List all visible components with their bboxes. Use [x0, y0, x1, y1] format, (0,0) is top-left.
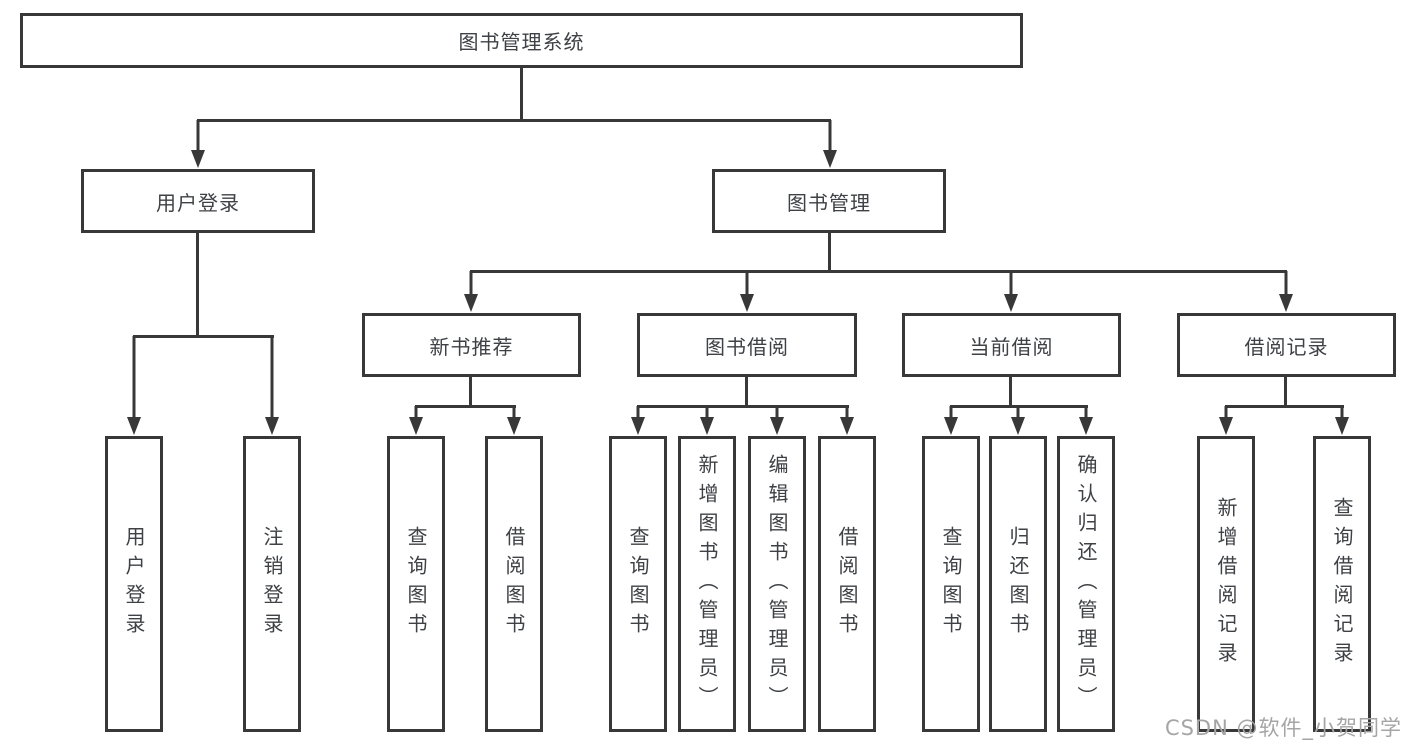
- node-label: 图书借阅: [705, 334, 789, 359]
- leaf-label: 查询借阅记录: [1330, 497, 1354, 671]
- connector-level3-bar: [470, 270, 1287, 273]
- arrow-book-borrow-leaf-4: [839, 406, 855, 435]
- node-label: 新书推荐: [429, 334, 514, 359]
- leaf-confirm-return-admin: 确认归还（管理员）: [1057, 436, 1115, 732]
- connector-book-mgmt-stem: [828, 233, 831, 272]
- leaf-label: 确认归还（管理员）: [1074, 453, 1098, 715]
- connector-book-borrow-stem: [745, 377, 748, 407]
- arrow-to-leaf-logout: [264, 336, 280, 435]
- arrow-book-borrow-leaf-2: [699, 406, 715, 435]
- leaf-label: 借阅图书: [835, 526, 859, 642]
- leaf-label: 注销登录: [260, 526, 284, 642]
- arrow-book-borrow-leaf-1: [630, 406, 646, 435]
- node-current-borrow: 当前借阅: [902, 313, 1121, 377]
- node-user-login: 用户登录: [81, 169, 315, 233]
- arrow-to-book-borrow: [739, 271, 755, 312]
- arrow-current-borrow-leaf-3: [1078, 406, 1094, 435]
- leaf-query-books-3: 查询图书: [922, 436, 980, 732]
- node-label: 用户登录: [156, 190, 240, 215]
- node-new-books: 新书推荐: [362, 313, 581, 377]
- leaf-logout: 注销登录: [243, 436, 301, 732]
- arrow-to-book-mgmt: [822, 120, 838, 168]
- arrow-to-new-books: [463, 271, 479, 312]
- node-book-borrow: 图书借阅: [637, 313, 857, 377]
- leaf-label: 新增借阅记录: [1214, 497, 1238, 671]
- arrow-current-borrow-leaf-1: [943, 406, 959, 435]
- leaf-label: 编辑图书（管理员）: [765, 453, 789, 715]
- arrow-new-books-leaf-1: [408, 406, 424, 435]
- node-label: 借阅记录: [1244, 334, 1329, 359]
- connector-borrow-records-stem: [1284, 377, 1287, 407]
- node-book-mgmt: 图书管理: [712, 169, 946, 233]
- connector-new-books-stem: [469, 377, 472, 407]
- leaf-query-books-1: 查询图书: [387, 436, 445, 732]
- leaf-label: 新增图书（管理员）: [695, 453, 719, 715]
- leaf-label: 归还图书: [1006, 526, 1030, 642]
- connector-borrow-records-bar: [1225, 405, 1344, 408]
- leaf-return-books: 归还图书: [989, 436, 1047, 732]
- leaf-borrow-books-2: 借阅图书: [818, 436, 876, 732]
- leaf-add-borrow-record: 新增借阅记录: [1197, 436, 1255, 732]
- leaf-query-books-2: 查询图书: [609, 436, 667, 732]
- connector-current-borrow-stem: [1009, 377, 1012, 407]
- leaf-borrow-books-1: 借阅图书: [485, 436, 543, 732]
- leaf-label: 借阅图书: [502, 526, 526, 642]
- connector-user-login-bar: [133, 335, 274, 338]
- leaf-label: 用户登录: [122, 526, 146, 642]
- leaf-label: 查询图书: [404, 526, 428, 642]
- connector-user-login-stem: [196, 233, 199, 337]
- arrow-to-user-login: [190, 120, 206, 168]
- arrow-to-leaf-login: [126, 336, 142, 435]
- leaf-label: 查询图书: [939, 526, 963, 642]
- leaf-edit-books-admin: 编辑图书（管理员）: [748, 436, 806, 732]
- node-label: 当前借阅: [969, 334, 1054, 359]
- node-label: 图书管理: [787, 190, 871, 215]
- arrow-borrow-records-leaf-1: [1218, 406, 1234, 435]
- leaf-user-login: 用户登录: [105, 436, 163, 732]
- connector-book-borrow-bar: [637, 405, 849, 408]
- node-label: 图书管理系统: [458, 30, 585, 54]
- arrow-book-borrow-leaf-3: [769, 406, 785, 435]
- connector-root-stem: [520, 68, 523, 121]
- leaf-label: 查询图书: [626, 526, 650, 642]
- arrow-new-books-leaf-2: [506, 406, 522, 435]
- arrow-current-borrow-leaf-2: [1010, 406, 1026, 435]
- node-borrow-records: 借阅记录: [1177, 313, 1396, 377]
- node-root-library-system: 图书管理系统: [20, 13, 1023, 68]
- arrow-to-current-borrow: [1003, 271, 1019, 312]
- csdn-watermark: CSDN @软件_小贺同学: [1164, 716, 1402, 740]
- leaf-query-borrow-record: 查询借阅记录: [1313, 436, 1371, 732]
- connector-new-books-bar: [415, 405, 516, 408]
- connector-level2-bar: [197, 119, 831, 122]
- leaf-add-books-admin: 新增图书（管理员）: [678, 436, 736, 732]
- arrow-borrow-records-leaf-2: [1334, 406, 1350, 435]
- arrow-to-borrow-records: [1278, 271, 1294, 312]
